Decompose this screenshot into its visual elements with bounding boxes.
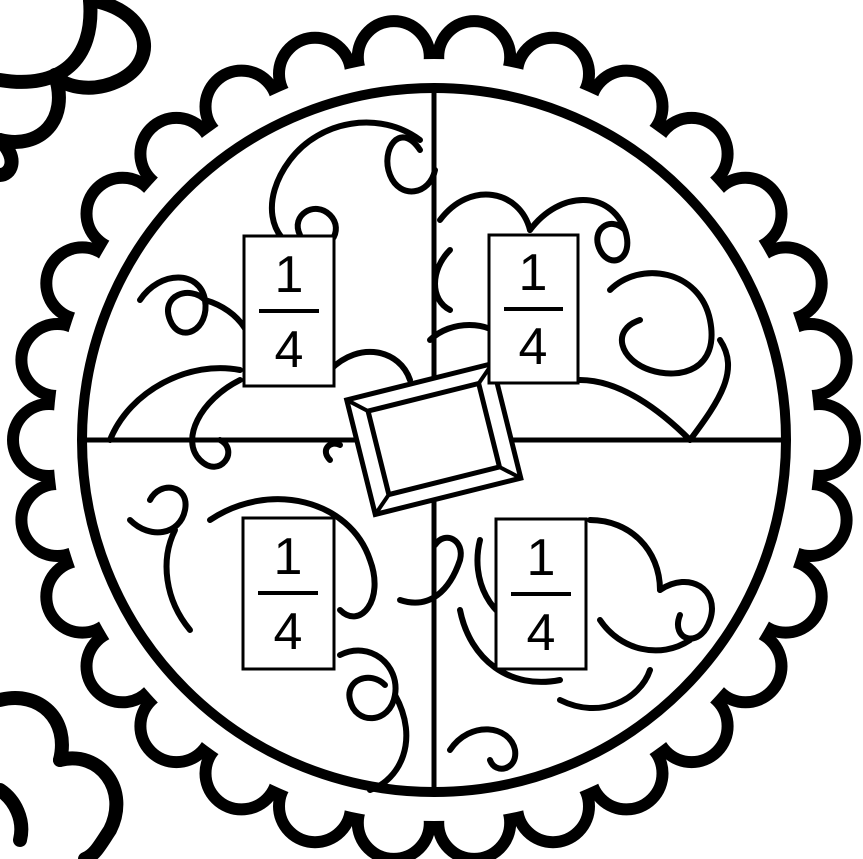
fraction-label-bottom-left: 1 4 bbox=[243, 518, 334, 669]
corner-flower-bottom-left bbox=[0, 698, 116, 859]
fraction-numerator: 1 bbox=[519, 244, 548, 302]
fraction-numerator: 1 bbox=[275, 246, 304, 304]
fraction-numerator: 1 bbox=[527, 529, 556, 587]
fraction-denominator: 4 bbox=[527, 604, 556, 662]
fraction-numerator: 1 bbox=[274, 528, 303, 586]
fraction-denominator: 4 bbox=[275, 321, 304, 379]
corner-flower-top-left bbox=[0, 0, 144, 175]
fraction-label-bottom-right: 1 4 bbox=[496, 519, 586, 669]
fraction-label-top-right: 1 4 bbox=[489, 235, 578, 383]
fraction-label-top-left: 1 4 bbox=[244, 236, 334, 386]
fraction-denominator: 4 bbox=[519, 318, 548, 376]
fraction-denominator: 4 bbox=[274, 603, 303, 661]
